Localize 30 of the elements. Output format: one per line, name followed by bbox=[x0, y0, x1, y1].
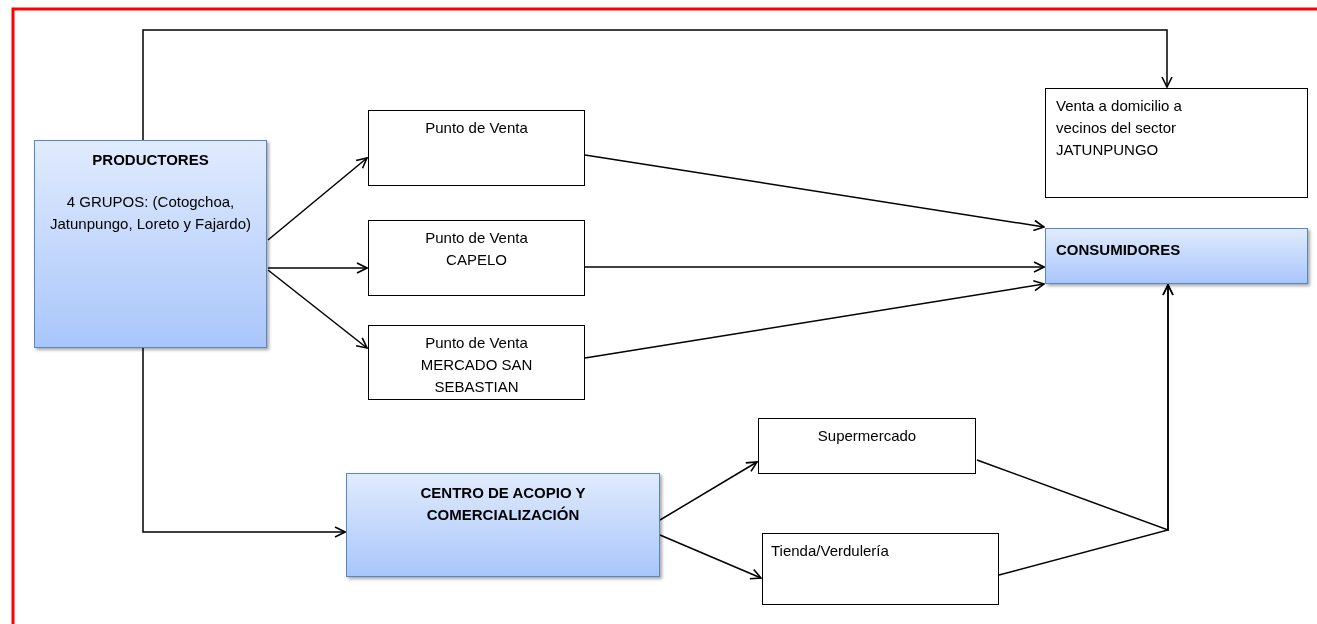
process-box bbox=[34, 140, 267, 348]
arrow bbox=[142, 347, 346, 538]
arrow bbox=[659, 461, 758, 521]
arrow bbox=[267, 157, 368, 241]
arrow bbox=[142, 29, 1173, 141]
arrow bbox=[584, 261, 1045, 273]
arrow bbox=[267, 262, 368, 274]
node-title: Supermercado bbox=[816, 426, 918, 446]
node-title: Tienda/Verdulería bbox=[771, 541, 890, 561]
arrow bbox=[584, 279, 1045, 359]
sales-box bbox=[368, 110, 585, 186]
arrow bbox=[659, 534, 762, 580]
node-title: Punto de Venta MERCADO SAN SEBASTIAN bbox=[419, 333, 534, 397]
arrow bbox=[267, 269, 368, 349]
node-title: Punto de Venta CAPELO bbox=[424, 228, 529, 270]
process-box bbox=[1045, 228, 1308, 284]
arrow bbox=[584, 154, 1045, 232]
sales-box bbox=[758, 418, 976, 474]
node-body: 4 GRUPOS: (Cotogchoa, Jatunpungo, Loreto y Fajardo) bbox=[49, 192, 252, 234]
process-box bbox=[346, 473, 660, 577]
node-title: Punto de Venta bbox=[424, 118, 529, 138]
sales-box bbox=[368, 220, 585, 296]
sales-box bbox=[762, 533, 999, 605]
sales-box bbox=[368, 325, 585, 400]
sales-box bbox=[1045, 88, 1308, 198]
node-title: CONSUMIDORES bbox=[1056, 240, 1182, 260]
node-title: PRODUCTORES bbox=[91, 150, 210, 170]
node-title: CENTRO DE ACOPIO Y COMERCIALIZACIÓN bbox=[419, 483, 587, 525]
arrow bbox=[998, 284, 1174, 576]
node-title: Venta a domicilio a vecinos del sector JATUNPUNGO bbox=[1056, 96, 1183, 160]
